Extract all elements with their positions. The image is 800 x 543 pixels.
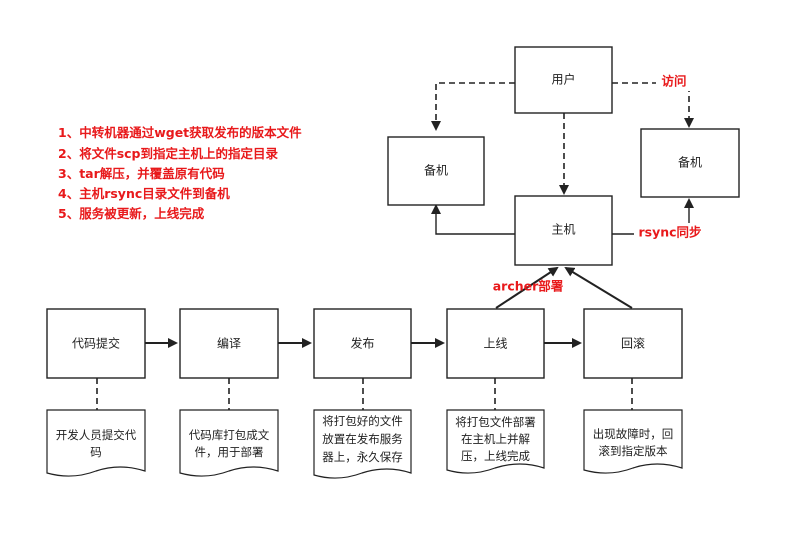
note-commit-line-1: 开发人员提交代 [56,428,137,442]
edge-user-to-standby-left [431,82,515,131]
note-rollback: 出现故障时，回 滚到指定版本 [583,409,683,474]
note-deploy-line-1: 将打包文件部署 [455,415,536,429]
edge-label-rsync: rsync同步 [638,225,701,240]
step-2: 2、将文件scp到指定主机上的指定目录 [58,146,278,161]
note-build: 代码库打包成文 件，用于部署 [179,409,279,477]
note-release-line-1: 将打包好的文件 [322,414,403,428]
edge-label-archer: archer部署 [493,279,564,294]
edge-host-to-standby-left [431,204,515,235]
note-deploy-line-3: 压，上线完成 [461,449,530,463]
stage-commit-label: 代码提交 [72,336,120,351]
note-release: 将打包好的文件 放置在发布服务 器上，永久保存 [313,409,412,479]
note-release-line-2: 放置在发布服务 [322,432,403,446]
step-4: 4、主机rsync目录文件到备机 [58,186,230,201]
edge-user-to-standby-right [612,82,694,128]
steps-list: 1、中转机器通过wget获取发布的版本文件 2、将文件scp到指定主机上的指定目… [58,125,302,221]
stage-release: 发布 [313,308,412,379]
note-rollback-line-1: 出现故障时，回 [593,427,674,441]
node-host-label: 主机 [551,223,575,237]
note-deploy-line-2: 在主机上并解 [461,432,530,446]
edge-label-visit: 访问 [661,74,686,89]
note-deploy: 将打包文件部署 在主机上并解 压，上线完成 [446,409,545,474]
node-standby-left-label: 备机 [424,164,448,178]
step-5: 5、服务被更新，上线完成 [58,206,205,221]
step-3: 3、tar解压，并覆盖原有代码 [58,166,225,181]
node-standby-right: 备机 [640,128,740,198]
note-commit-line-2: 码 [90,445,102,459]
stage-deploy: 上线 [446,308,545,379]
stage-commit: 代码提交 [46,308,146,379]
note-build-line-2: 件，用于部署 [195,445,264,459]
stage-rollback-label: 回滚 [621,336,645,351]
node-standby-left: 备机 [387,136,485,206]
node-user-label: 用户 [551,72,575,87]
stage-release-label: 发布 [350,336,374,351]
note-release-line-3: 器上，永久保存 [322,450,403,464]
note-rollback-line-2: 滚到指定版本 [599,444,668,458]
stage-deploy-label: 上线 [483,337,507,351]
edge-rollback-to-host [564,266,633,309]
pipeline-connectors [96,338,633,410]
node-standby-right-label: 备机 [678,156,702,170]
note-commit: 开发人员提交代 码 [46,409,146,477]
node-user: 用户 [514,46,613,114]
note-build-line-1: 代码库打包成文 [189,428,270,442]
stage-rollback: 回滚 [583,308,683,379]
edge-deploy-to-host [495,266,559,309]
stage-build: 编译 [179,308,279,379]
node-host: 主机 [514,195,613,266]
step-1: 1、中转机器通过wget获取发布的版本文件 [58,125,302,140]
stage-build-label: 编译 [217,336,241,351]
